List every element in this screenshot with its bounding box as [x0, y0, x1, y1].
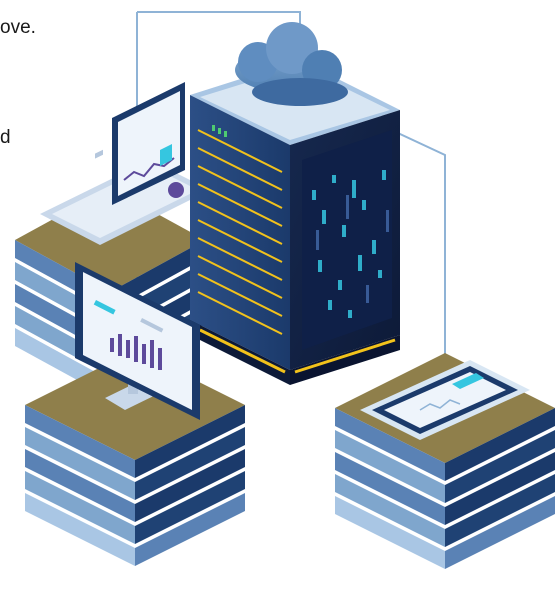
laptop	[40, 82, 210, 245]
desktop-monitor	[75, 262, 200, 420]
cloud-icon	[235, 22, 348, 106]
server-rack	[190, 60, 400, 385]
tablet	[360, 360, 530, 440]
rack-side-panel	[302, 130, 392, 350]
rack-vents	[197, 129, 283, 335]
text-fragment-2: d	[0, 127, 11, 148]
text-fragment-1: ove.	[0, 17, 36, 38]
